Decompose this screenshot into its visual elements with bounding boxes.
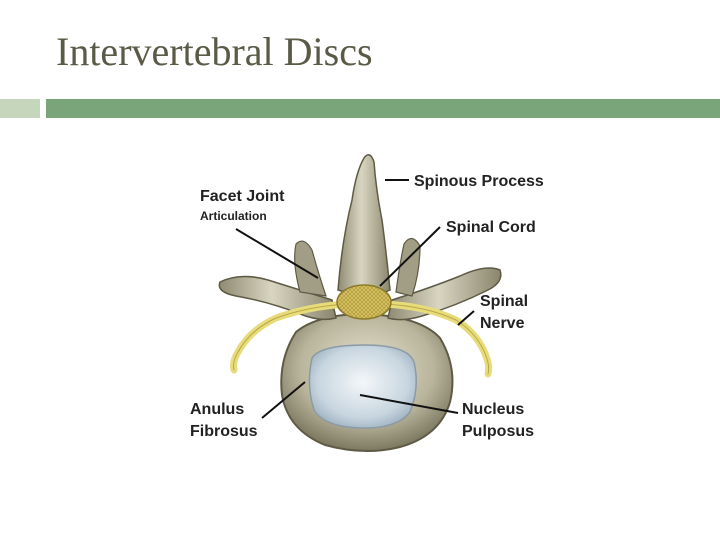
label-nucleus: Nucleus (462, 401, 524, 418)
label-facet-joint: Facet Joint (200, 188, 285, 205)
label-fibrosus: Fibrosus (190, 423, 258, 440)
nucleus-pulposus (309, 345, 416, 428)
spinous-process (338, 155, 390, 295)
label-pulposus: Pulposus (462, 423, 534, 440)
label-anulus: Anulus (190, 401, 244, 418)
label-spinous-process: Spinous Process (414, 173, 544, 190)
label-nerve: Nerve (480, 315, 525, 332)
spinal-cord (337, 285, 391, 319)
label-spinal-cord: Spinal Cord (446, 219, 536, 236)
label-spinal: Spinal (480, 293, 528, 310)
label-articulation: Articulation (200, 209, 267, 223)
